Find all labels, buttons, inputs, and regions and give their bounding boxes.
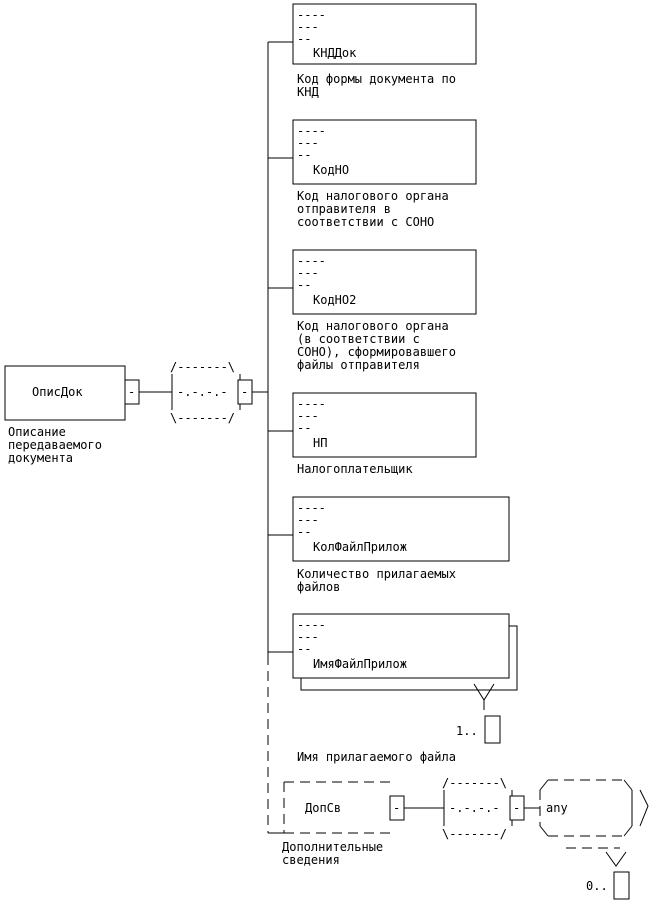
description-line: Код формы документа по [297,72,456,86]
element-type-mark: -- [297,525,311,539]
child-element-name: НП [313,436,327,450]
any-element-outline [539,779,624,837]
element-type-mark: --- [297,630,319,644]
any-element[interactable]: any [539,779,649,849]
description-line: соответствии с СОНО [297,215,434,229]
root-element-box [4,365,126,421]
child-element-np[interactable]: ---- --- -- НП [292,392,477,458]
element-type-mark: --- [297,409,319,423]
child-element-box [292,613,510,679]
optional-element-name: ДопСв [305,801,341,815]
child-element-name: КНДДок [313,46,357,60]
root-expand-toggle-mark: - [128,385,135,399]
child-element-knddok[interactable]: ---- --- -- КНДДок [292,3,477,65]
multiplicity-box [613,871,630,900]
optional-element-box [283,781,392,834]
sequence-label: -.-.-.- [177,385,228,399]
child-element-description: Имя прилагаемого файла [297,750,456,764]
description-line: отправителя в [297,202,391,216]
any-element-label: any [546,801,568,815]
child-element-kodno[interactable]: ---- --- -- КодНО [292,119,477,185]
description-line: файлов [297,580,340,594]
child-element-box [292,119,477,185]
element-type-mark: ---- [297,618,326,632]
sequence-compositor[interactable]: /-------\ -.-.-.- \-------/ - [170,360,253,425]
child-element-name: ИмяФайлПрилож [313,657,407,671]
multiplicity-label: 0.. [586,879,608,893]
root-element-description: Описание передаваемого документа [8,425,102,465]
description-line: (в соответствии с [297,332,420,346]
sequence-top: /-------\ [442,776,507,790]
element-type-mark: -- [297,642,311,656]
any-element-corners [539,779,633,837]
description-line: КНД [297,85,319,99]
child-element-description: Код налогового органа отправителя в соот… [297,189,449,229]
multiplicity-label: 1.. [456,724,478,738]
description-line: сведения [282,853,340,867]
multiplicity-chevron [605,851,627,867]
root-element[interactable]: ОписДок - [4,365,140,421]
element-type-mark: --- [297,136,319,150]
description-line: СОНО), сформировавшего [297,345,456,359]
root-element-name: ОписДок [32,385,83,399]
any-element-shadow-edge [639,789,649,827]
optional-multiplicity-indicator: 0.. [586,851,630,900]
element-type-mark: -- [297,32,311,46]
child-element-box [292,392,477,458]
description-line: Имя прилагаемого файла [297,750,456,764]
child-element-box [292,249,477,315]
optional-expand-toggle-mark: - [393,801,400,815]
element-type-mark: -- [297,148,311,162]
child-element-kodno2[interactable]: ---- --- -- КодНО2 [292,249,477,315]
element-type-mark: --- [297,513,319,527]
element-type-mark: --- [297,20,319,34]
child-element-description: Код налогового органа (в соответствии с … [297,319,456,372]
sequence-bottom: \-------/ [170,411,235,425]
element-type-mark: ---- [297,397,326,411]
description-line: файлы отправителя [297,358,420,372]
description-line: Код налогового органа [297,189,449,203]
optional-element-dopsv[interactable]: ДопСв - [283,781,405,834]
element-type-mark: -- [297,278,311,292]
multiplicity-box [484,715,501,744]
child-element-imyafailprilozh[interactable]: ---- --- -- ИмяФайлПрилож [292,613,518,691]
sequence-expand-toggle-mark: - [241,385,248,399]
sequence-label: -.-.-.- [449,801,500,815]
description-line: Код налогового органа [297,319,449,333]
child-element-description: Налогоплательщик [297,462,413,476]
description-line: Дополнительные [282,840,383,854]
root-description-line: Описание [8,425,66,439]
child-element-name: КодНО [313,163,349,177]
child-element-box [292,3,477,65]
element-type-mark: ---- [297,124,326,138]
sequence-bottom: \-------/ [442,827,507,841]
description-line: Количество прилагаемых [297,567,456,581]
element-type-mark: ---- [297,501,326,515]
element-type-mark: ---- [297,8,326,22]
child-element-box [292,496,510,562]
sequence-compositor[interactable]: /-------\ -.-.-.- \-------/ - [442,776,525,841]
multiplicity-indicator: 1.. [456,683,501,744]
description-line: Налогоплательщик [297,462,413,476]
sequence-expand-toggle-mark: - [513,801,520,815]
child-element-description: Код формы документа по КНД [297,72,456,99]
child-element-kolfailprilozh[interactable]: ---- --- -- КолФайлПрилож [292,496,510,562]
root-description-line: передаваемого [8,438,102,452]
child-element-name: КодНО2 [313,293,356,307]
child-element-description: Количество прилагаемых файлов [297,567,456,594]
element-type-mark: --- [297,266,319,280]
child-element-name: КолФайлПрилож [313,540,407,554]
optional-element-description: Дополнительные сведения [282,840,383,867]
element-type-mark: -- [297,421,311,435]
element-type-mark: ---- [297,254,326,268]
sequence-top: /-------\ [170,360,235,374]
root-description-line: документа [8,451,73,465]
